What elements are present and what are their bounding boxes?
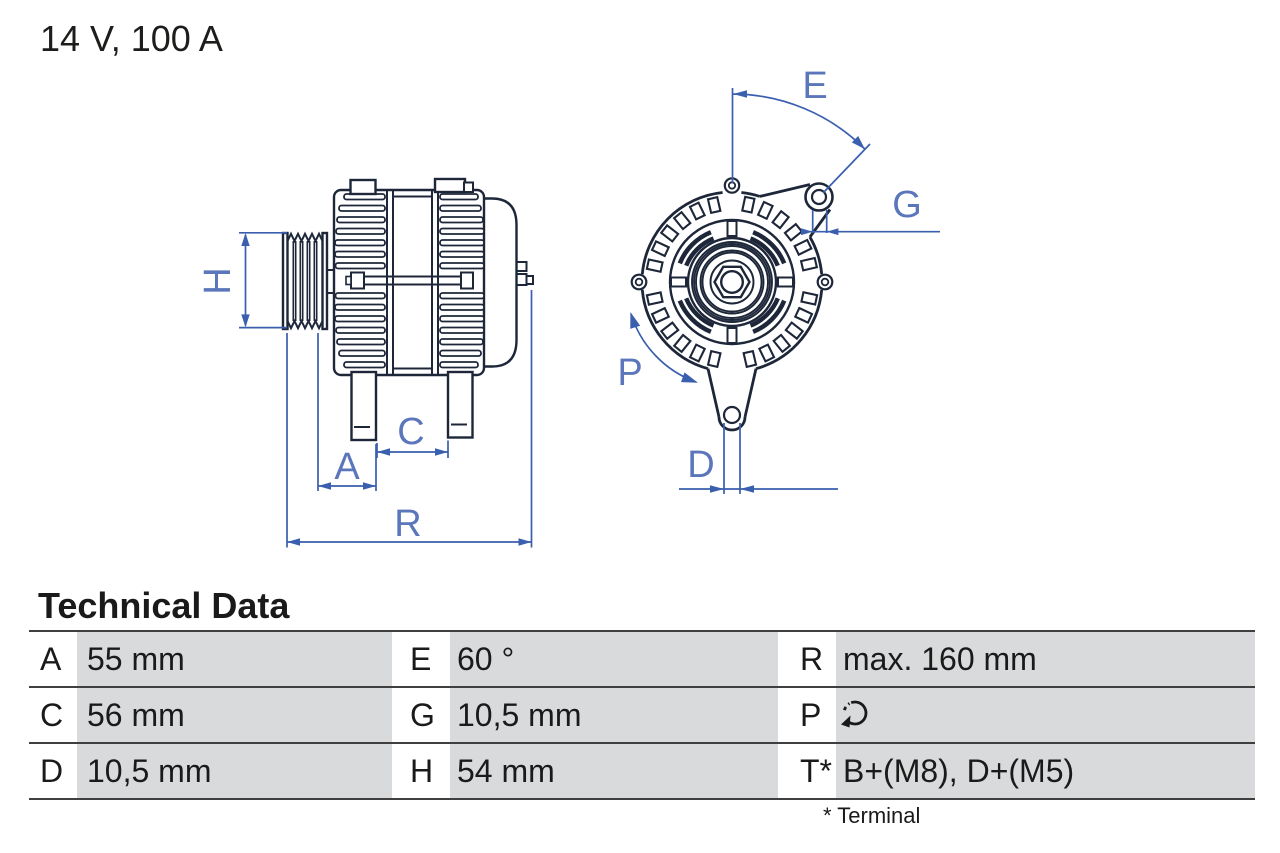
dimension-label-c: C (397, 411, 424, 453)
technical-data-table: A 55 mm E 60 ° R max. 160 mm C 56 mm G 1… (29, 630, 1255, 800)
table-row: D 10,5 mm H 54 mm T* B+(M8), D+(M5) (29, 744, 1255, 800)
front-view-dimensions (630, 88, 940, 494)
side-view-dimensions (239, 231, 533, 548)
row-key: C (29, 688, 77, 742)
pulley (281, 231, 335, 331)
row-key: G (392, 688, 450, 742)
dimension-label-d: D (687, 444, 714, 486)
alternator-side-view (281, 177, 534, 442)
alternator-front-view (630, 177, 834, 432)
row-key: E (392, 632, 450, 686)
row-value: 10,5 mm (450, 688, 778, 742)
row-key: T* (778, 744, 836, 798)
alternator-diagram: H A C R (197, 65, 940, 548)
row-value: 54 mm (450, 744, 778, 798)
row-key: P (778, 688, 836, 742)
dimension-A (317, 333, 377, 491)
dimension-label-a: A (334, 446, 360, 488)
row-value: B+(M8), D+(M5) (836, 744, 1255, 798)
dimension-C (376, 440, 449, 458)
row-key: H (392, 744, 450, 798)
dimension-H (239, 231, 287, 329)
dimension-label-p: P (617, 352, 642, 394)
dimension-label-e: E (802, 65, 827, 107)
row-key: D (29, 744, 77, 798)
table-row: C 56 mm G 10,5 mm P (29, 688, 1255, 744)
dimension-G (801, 210, 940, 236)
dimension-E (731, 88, 871, 194)
dimension-label-h: H (197, 267, 239, 294)
row-key: A (29, 632, 77, 686)
row-value: max. 160 mm (836, 632, 1255, 686)
mounting-foot (706, 368, 758, 432)
row-value: 55 mm (77, 632, 392, 686)
dimension-label-g: G (892, 184, 922, 226)
technical-data-heading: Technical Data (38, 585, 290, 626)
dimension-R (286, 290, 533, 548)
row-value: 56 mm (77, 688, 392, 742)
terminal-footnote: * Terminal (823, 803, 921, 828)
rotation-direction-icon (841, 700, 868, 728)
alternator-body (332, 177, 534, 442)
row-value: 10,5 mm (77, 744, 392, 798)
row-value: 60 ° (450, 632, 778, 686)
table-row: A 55 mm E 60 ° R max. 160 mm (29, 632, 1255, 688)
row-value-icon (836, 688, 1255, 742)
dimension-D (679, 423, 838, 494)
row-key: R (778, 632, 836, 686)
dimension-label-r: R (394, 503, 421, 545)
rotation-arrow-P (630, 312, 698, 383)
page-title: 14 V, 100 A (40, 18, 223, 59)
